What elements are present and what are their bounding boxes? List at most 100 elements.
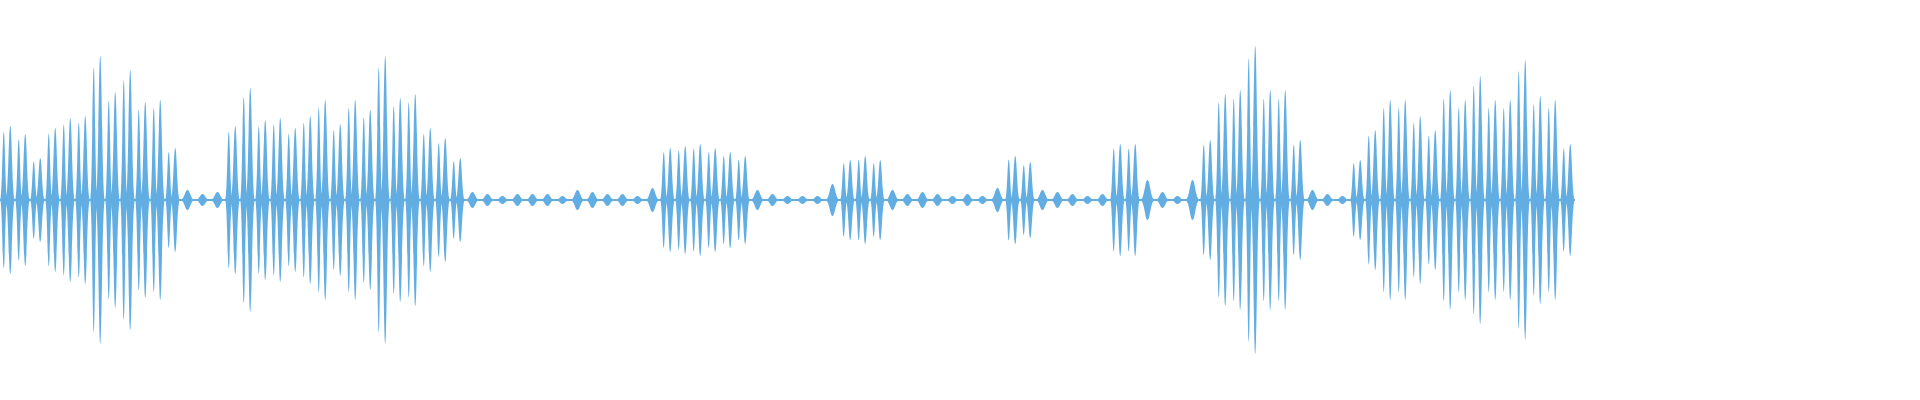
waveform-lobe xyxy=(90,67,98,333)
waveform-lobe xyxy=(1370,130,1380,270)
waveform-lobe xyxy=(270,124,278,276)
waveform-lobe xyxy=(525,194,540,206)
waveform-lobe xyxy=(1415,116,1425,284)
waveform-lobe xyxy=(95,56,105,344)
waveform-lobe xyxy=(1025,162,1035,238)
waveform-lobe xyxy=(825,184,840,216)
waveform-lobe xyxy=(740,156,750,244)
waveform-lobe xyxy=(1235,90,1245,310)
waveform-lobe xyxy=(675,150,683,250)
waveform-lobe xyxy=(1205,140,1215,260)
waveform-lobe xyxy=(1305,190,1320,210)
waveform-lobe xyxy=(1460,100,1470,300)
waveform-lobe xyxy=(1080,196,1095,204)
waveform-lobe xyxy=(435,142,443,258)
waveform-lobe xyxy=(495,196,510,204)
waveform-lobe xyxy=(765,194,780,206)
waveform-lobe xyxy=(305,116,315,284)
waveform-lobe xyxy=(1530,104,1538,296)
waveform-lobe xyxy=(1140,180,1155,220)
waveform-lobe xyxy=(840,163,848,237)
waveform-lobe xyxy=(720,155,728,245)
waveform-lobe xyxy=(870,163,878,237)
waveform-lobe xyxy=(1260,98,1268,302)
waveform-lobe xyxy=(410,94,420,306)
waveform-lobe xyxy=(1560,148,1568,252)
waveform-lobe xyxy=(1320,194,1335,206)
waveform-lobe xyxy=(1065,194,1080,206)
waveform-lobe xyxy=(1545,108,1553,292)
waveform-lobe xyxy=(855,159,863,241)
waveform-lobe xyxy=(1430,130,1440,270)
waveform-lobe xyxy=(135,109,143,291)
waveform-lobe xyxy=(320,100,330,300)
waveform-lobe xyxy=(1230,98,1238,302)
waveform-lobe xyxy=(750,190,765,210)
waveform-lobe xyxy=(540,194,555,206)
waveform-lobe xyxy=(1365,135,1373,265)
waveform-lobe xyxy=(1115,144,1125,256)
waveform-lobe xyxy=(35,158,45,242)
waveform-lobe xyxy=(1035,190,1050,210)
waveform-lobe xyxy=(440,138,450,262)
waveform-lobe xyxy=(1350,163,1358,237)
waveform-lobe xyxy=(45,133,53,267)
waveform-lobe xyxy=(660,152,668,248)
waveform-lobe xyxy=(110,92,120,308)
waveform-lobe xyxy=(240,96,248,304)
waveform-lobe xyxy=(345,108,353,292)
waveform-lobe xyxy=(1515,71,1523,329)
waveform-lobe xyxy=(915,192,930,208)
waveform-lobe xyxy=(900,194,915,206)
waveform-lobe xyxy=(1250,46,1260,354)
waveform-lobe xyxy=(105,100,113,300)
waveform-lobe xyxy=(275,118,285,282)
waveform-lobe xyxy=(335,124,345,276)
waveform-lobe xyxy=(0,131,8,269)
waveform-lobe xyxy=(1245,58,1253,342)
waveform-lobe xyxy=(1500,108,1508,292)
waveform-lobe xyxy=(570,190,585,210)
waveform-lobe xyxy=(195,194,210,206)
waveform-lobe xyxy=(680,146,690,254)
waveform-lobe xyxy=(5,126,15,274)
waveform-lobe xyxy=(1295,140,1305,260)
waveform-lobe xyxy=(420,133,428,267)
waveform-lobe xyxy=(255,126,263,274)
waveform-lobe xyxy=(15,139,23,261)
waveform-lobe xyxy=(885,190,900,210)
waveform-lobe xyxy=(665,148,675,252)
waveform-lobe xyxy=(125,70,135,330)
waveform-lobe xyxy=(395,98,405,302)
waveform-lobe xyxy=(1010,156,1020,244)
waveform-lobe xyxy=(690,148,698,252)
waveform-lobe xyxy=(480,194,495,206)
waveform-lobe xyxy=(230,126,240,274)
waveform-lobe xyxy=(245,88,255,312)
waveform-lobe xyxy=(845,160,855,240)
waveform-lobe xyxy=(75,122,83,278)
waveform-lobe xyxy=(365,110,375,290)
waveform-lobe xyxy=(1185,180,1200,220)
waveform-lobe xyxy=(375,67,383,333)
waveform-lobe xyxy=(1050,192,1065,208)
waveform-lobe xyxy=(165,152,173,248)
waveform-lobe xyxy=(990,188,1005,212)
waveform-lobe xyxy=(80,116,90,284)
waveform-lobe xyxy=(180,190,195,210)
waveform-lobe xyxy=(285,133,293,267)
waveform-lobe xyxy=(1385,100,1395,300)
waveform-lobe xyxy=(1520,60,1530,340)
waveform-lobe xyxy=(1200,144,1208,256)
waveform-lobe xyxy=(360,117,368,283)
waveform-lobe xyxy=(65,118,75,282)
waveform-lobe xyxy=(390,106,398,294)
waveform-lobe xyxy=(1445,90,1455,310)
waveform-lobe xyxy=(1550,100,1560,300)
waveform-lobe xyxy=(1355,160,1365,240)
waveform-lobe xyxy=(930,194,945,206)
waveform-lobe xyxy=(1490,100,1500,300)
waveform-lobe xyxy=(350,100,360,300)
waveform-lobe xyxy=(50,128,60,272)
